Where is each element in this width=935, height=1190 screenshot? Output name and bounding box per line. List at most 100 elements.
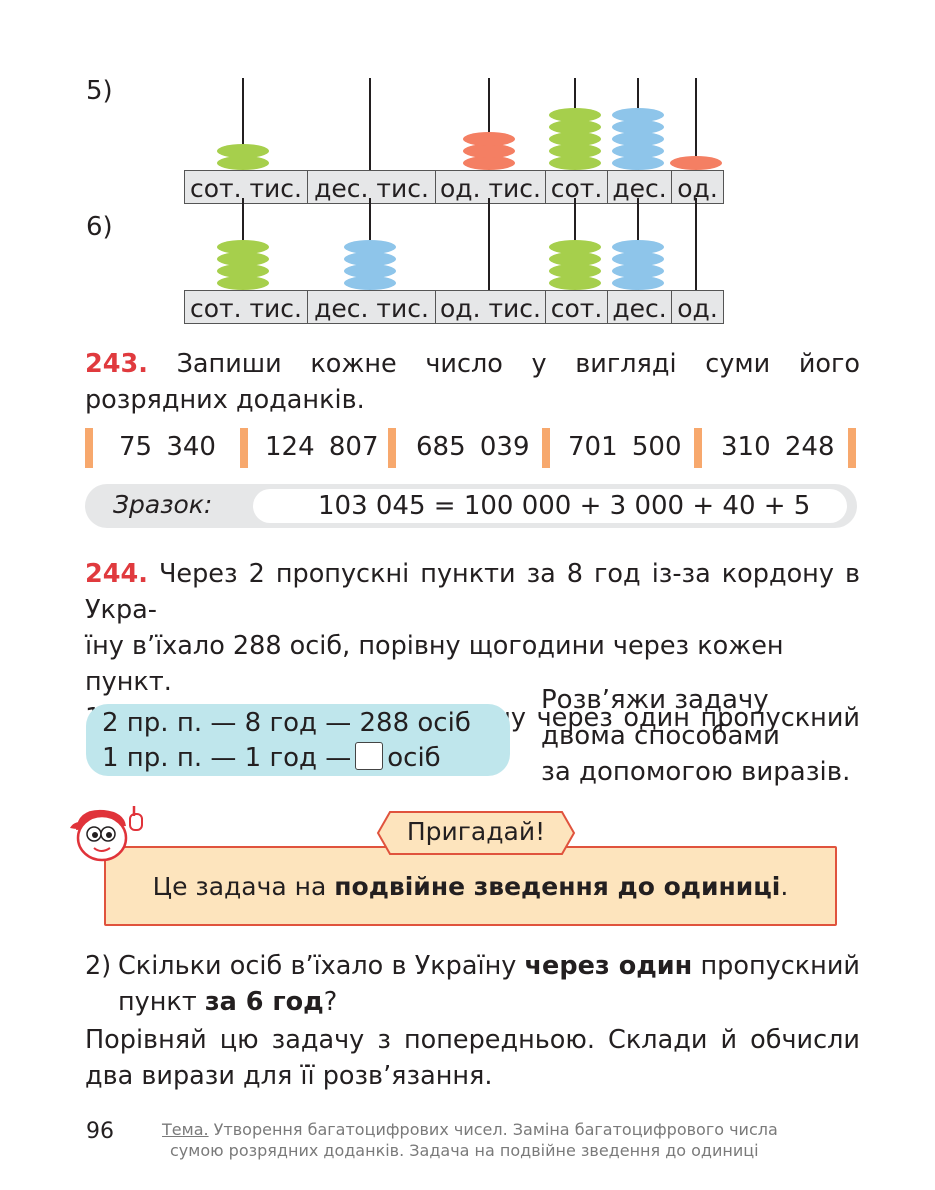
remember-text-bold: подвійне зведення до одиниці: [334, 872, 781, 901]
separator-bar: [85, 428, 93, 468]
example-equation: 103 045 = 100 000 + 3 000 + 40 + 5: [318, 491, 811, 521]
abacus-bead: [549, 252, 601, 266]
question-2: 2) Скільки осіб в’їхало в Україну через …: [85, 948, 860, 1020]
abacus-bead: [344, 264, 396, 278]
abacus-bead: [549, 276, 601, 290]
compare-line2: два вирази для її розв’язання.: [85, 1061, 493, 1091]
example-label: Зразок:: [113, 490, 213, 519]
example-box: 103 045 = 100 000 + 3 000 + 40 + 5: [253, 489, 847, 523]
abacus-bead: [612, 240, 664, 254]
side-note-line: Розв’яжи задачу: [541, 685, 769, 715]
abacus-bead: [612, 276, 664, 290]
number-item: 310 248: [721, 432, 835, 462]
task-243-number: 243.: [85, 349, 148, 379]
abacus-6-columns: сот. тис.дес. тис.од. тис.сот.дес.од.: [184, 290, 724, 324]
scheme-line-2-a: 1 пр. п. — 1 год —: [102, 743, 352, 773]
footer-topic: Тема. Утворення багатоцифрових чисел. За…: [162, 1119, 812, 1161]
place-value-label: од.: [671, 171, 723, 203]
separator-bar: [388, 428, 396, 468]
abacus-bead: [612, 264, 664, 278]
number-item: 701 500: [568, 432, 682, 462]
compare-task: Порівняй цю задачу з попередньою. Склади…: [85, 1022, 860, 1094]
task-244-number: 244.: [85, 559, 148, 589]
remember-title: Пригадай!: [406, 817, 546, 846]
short-record-scheme: 2 пр. п. — 8 год — 288 осіб 1 пр. п. — 1…: [86, 704, 510, 776]
abacus-bead: [612, 144, 664, 158]
abacus-bead: [217, 264, 269, 278]
footer-topic-label: Тема.: [162, 1120, 209, 1139]
question-2-a: Скільки осіб в’їхало в Україну: [118, 951, 525, 981]
abacus-bead: [463, 144, 515, 158]
scheme-line-1: 2 пр. п. — 8 год — 288 осіб: [102, 708, 471, 738]
task-244-line1-text: Через 2 пропускні пункти за 8 год із-за …: [85, 559, 860, 625]
abacus-5-label: 5): [86, 76, 113, 106]
place-value-label: дес. тис.: [307, 171, 435, 203]
task-243-statement: Запиши кожне число у вигляді суми його р…: [85, 349, 860, 415]
task-244-line1: 244. Через 2 пропускні пункти за 8 год і…: [85, 556, 860, 628]
abacus-bead: [217, 276, 269, 290]
abacus-bead: [549, 120, 601, 134]
place-value-label: дес.: [607, 171, 671, 203]
place-value-label: дес. тис.: [307, 291, 435, 323]
abacus-bead: [217, 156, 269, 170]
abacus-bead: [217, 240, 269, 254]
abacus-5: сот. тис.дес. тис.од. тис.сот.дес.од.: [184, 78, 724, 204]
question-2-c: пункт: [118, 987, 205, 1017]
question-2-line2: пункт за 6 год?: [85, 984, 860, 1020]
abacus-bead: [612, 132, 664, 146]
abacus-6-rods: [217, 198, 697, 292]
abacus-bead: [549, 144, 601, 158]
question-2-block: 2) Скільки осіб в’їхало в Україну через …: [85, 948, 860, 1020]
abacus-bead: [612, 252, 664, 266]
side-note: Розв’яжи задачу двома способами за допом…: [541, 682, 850, 790]
number-item: 124 807: [265, 432, 379, 462]
abacus-bead: [549, 240, 601, 254]
abacus-bead: [612, 108, 664, 122]
abacus-bead: [463, 132, 515, 146]
answer-box[interactable]: [355, 742, 384, 770]
abacus-bead: [344, 276, 396, 290]
place-value-label: сот.: [545, 171, 607, 203]
side-note-line: за допомогою виразів.: [541, 757, 851, 787]
place-value-label: од. тис.: [435, 291, 545, 323]
abacus-bead: [344, 240, 396, 254]
scheme-line-2: 1 пр. п. — 1 год — осіб: [102, 742, 441, 773]
example-panel: Зразок: 103 045 = 100 000 + 3 000 + 40 +…: [85, 484, 857, 528]
mascot-icon: [68, 800, 158, 870]
abacus-6-label: 6): [86, 212, 113, 242]
page-number: 96: [86, 1119, 114, 1144]
task-243-numbers: 75 340 124 807 685 039 701 500 310 248: [85, 428, 860, 468]
abacus-5-rods: [217, 78, 722, 172]
place-value-label: сот. тис.: [190, 173, 302, 203]
remember-tab-shape: [376, 811, 576, 855]
abacus-bead: [549, 132, 601, 146]
remember-text-b: .: [780, 872, 789, 901]
separator-bar: [240, 428, 248, 468]
abacus-6: сот. тис.дес. тис.од. тис.сот.дес.од.: [184, 198, 724, 324]
abacus-bead: [463, 156, 515, 170]
question-2-b: пропускний: [692, 951, 860, 981]
compare-line1: Порівняй цю задачу з попередньою. Склади…: [85, 1025, 860, 1055]
abacus-bead: [549, 264, 601, 278]
separator-bar: [542, 428, 550, 468]
place-value-label: сот. тис.: [190, 293, 302, 323]
abacus-bead: [344, 252, 396, 266]
abacus-bead: [549, 108, 601, 122]
number-item: 685 039: [416, 432, 530, 462]
remember-tab: Пригадай!: [376, 810, 576, 856]
remember-text-a: Це задача на: [152, 872, 335, 901]
scheme-line-2-b: осіб: [387, 743, 441, 773]
question-2-bold1: через один: [524, 951, 693, 981]
side-note-line: двома способами: [541, 721, 780, 751]
task-243-text: 243. Запиши кожне число у вигляді суми й…: [85, 346, 860, 418]
remember-text: Це задача на подвійне зведення до одиниц…: [106, 872, 835, 901]
separator-bar: [694, 428, 702, 468]
question-2-line1: Скільки осіб в’їхало в Україну через оди…: [85, 948, 860, 984]
abacus-bead: [217, 144, 269, 158]
number-item: 75 340: [119, 432, 216, 462]
abacus-bead: [217, 252, 269, 266]
abacus-bead: [549, 156, 601, 170]
place-value-label: дес.: [607, 291, 671, 323]
place-value-label: сот.: [545, 291, 607, 323]
place-value-label: од. тис.: [435, 171, 545, 203]
